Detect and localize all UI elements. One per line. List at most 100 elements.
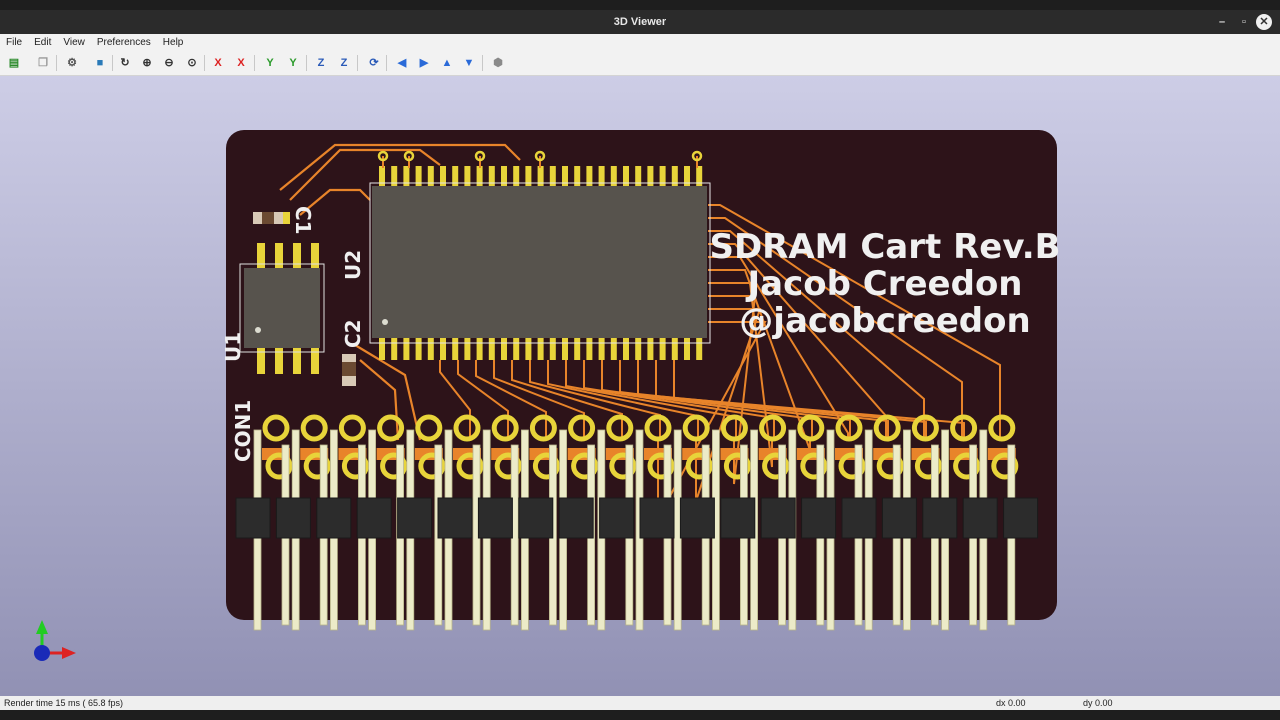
u2-pin-top: [610, 166, 617, 186]
move-right-icon[interactable]: ▶: [419, 57, 429, 69]
u2-pin-bottom: [574, 338, 581, 360]
pad-top: [453, 414, 481, 442]
trace: [708, 204, 1001, 440]
board-render: SDRAM Cart Rev.B Jacob Creedon @jacobcre…: [34, 130, 1061, 661]
pad-bottom: [991, 452, 1019, 480]
settings-icon[interactable]: ⚙: [67, 57, 77, 69]
ref-c2: C2: [341, 319, 365, 348]
trace: [547, 360, 699, 440]
u2-pin-bottom: [488, 338, 495, 360]
pad-bottom: [647, 452, 675, 480]
render-time: Render time 15 ms ( 65.8 fps): [4, 698, 124, 708]
u2-pin-bottom: [610, 338, 617, 360]
u2-pin-top: [452, 166, 459, 186]
rotate-z-cw-icon[interactable]: Z: [317, 57, 325, 69]
trace: [708, 295, 757, 485]
rotate-x-cw-icon[interactable]: X: [214, 57, 222, 69]
u2-pin-top: [464, 166, 471, 186]
pad-top: [529, 414, 557, 442]
trace: [708, 269, 811, 451]
u1-pin-bottom: [275, 348, 283, 374]
toolbar: ▤ ❐ ⚙ ■ ↻ ⊕ ⊖ ⊙ X X Y Y Z Z ⟳ ◀ ▶ ▲ ▼ ⬢: [0, 51, 1280, 76]
3d-viewport[interactable]: SDRAM Cart Rev.B Jacob Creedon @jacobcre…: [0, 76, 1280, 696]
u2-pin-top: [684, 166, 690, 186]
header-body-cell: [720, 497, 756, 539]
pad-top: [644, 414, 672, 442]
header-body-cell: [760, 497, 796, 539]
flip-board-icon[interactable]: ⟳: [369, 57, 379, 69]
menu-help[interactable]: Help: [162, 37, 184, 48]
via: [534, 150, 546, 162]
u1-pin-top: [275, 243, 283, 268]
pad-bottom: [494, 452, 522, 480]
u2-pin-bottom: [598, 338, 605, 360]
via: [377, 150, 389, 162]
u2-pin-bottom: [537, 338, 544, 360]
menu-file[interactable]: File: [6, 37, 23, 48]
menu-preferences[interactable]: Preferences: [96, 37, 151, 48]
maximize-button[interactable]: ▫: [1242, 16, 1246, 28]
zoom-fit-icon[interactable]: ⊙: [187, 57, 197, 69]
u2-pin-top: [647, 166, 654, 186]
move-up-icon[interactable]: ▲: [441, 57, 453, 69]
u2-pin-bottom: [464, 338, 471, 360]
u2-pin-bottom: [391, 338, 398, 360]
minimize-button[interactable]: –: [1218, 16, 1226, 28]
pad-bottom: [800, 452, 828, 480]
header-body-cell: [962, 497, 998, 539]
trace: [529, 360, 661, 440]
u2-pin-top: [476, 166, 483, 186]
reload-icon[interactable]: ↻: [120, 57, 130, 69]
trace: [708, 217, 963, 440]
header-body-cell: [558, 497, 594, 539]
raytracing-icon[interactable]: ■: [96, 57, 104, 69]
dy-readout: dy 0.00: [1083, 698, 1113, 708]
menu-view[interactable]: View: [63, 37, 85, 48]
copy-image-icon[interactable]: ❐: [38, 57, 48, 69]
u2-pin-bottom: [659, 338, 666, 360]
zoom-out-icon[interactable]: ⊖: [164, 57, 174, 69]
render-options-icon[interactable]: ▤: [8, 57, 20, 69]
pad-top: [415, 414, 443, 442]
bottom-traces: [439, 360, 965, 440]
pad-bottom: [838, 452, 866, 480]
u2-pin-bottom: [440, 338, 446, 360]
window-title: 3D Viewer: [613, 16, 667, 28]
close-button[interactable]: ✕: [1256, 14, 1272, 30]
move-left-icon[interactable]: ◀: [397, 57, 407, 69]
pad-top: [568, 414, 596, 442]
pad-top: [606, 414, 634, 442]
title-bar: 3D Viewer – ▫ ✕: [0, 10, 1280, 34]
u1-pin-bottom: [311, 348, 319, 374]
u2-pin-top: [488, 166, 495, 186]
u2-pin-top: [537, 166, 544, 186]
u2-pin-bottom: [427, 338, 434, 360]
pad-top: [950, 414, 978, 442]
ref-con1: CON1: [231, 400, 255, 462]
via: [474, 150, 486, 162]
u2-pin-bottom: [476, 338, 483, 360]
rotate-x-ccw-icon[interactable]: X: [237, 57, 245, 69]
rotate-z-ccw-icon[interactable]: Z: [340, 57, 348, 69]
menu-edit[interactable]: Edit: [34, 37, 52, 48]
header-body-cell: [1003, 497, 1039, 539]
zoom-in-icon[interactable]: ⊕: [142, 57, 152, 69]
rotate-y-ccw-icon[interactable]: Y: [289, 57, 297, 69]
move-down-icon[interactable]: ▼: [463, 57, 475, 69]
rotate-y-cw-icon[interactable]: Y: [266, 57, 274, 69]
pad-top: [988, 414, 1016, 442]
trace: [511, 360, 623, 440]
orthographic-icon[interactable]: ⬢: [493, 57, 503, 69]
u2-pin-bottom: [696, 338, 703, 360]
u2-pin-top: [513, 166, 520, 186]
pad-top: [759, 414, 787, 442]
u2-pin-top: [379, 166, 385, 186]
silk-line-1: SDRAM Cart Rev.B: [709, 227, 1060, 267]
header-body-cell: [235, 497, 271, 539]
pad-bottom: [532, 452, 560, 480]
pad-bottom: [953, 452, 981, 480]
ref-c1: C1: [291, 206, 315, 235]
via: [691, 150, 703, 162]
silk-line-3: @jacobcreedon: [739, 301, 1030, 341]
trace: [475, 360, 547, 440]
